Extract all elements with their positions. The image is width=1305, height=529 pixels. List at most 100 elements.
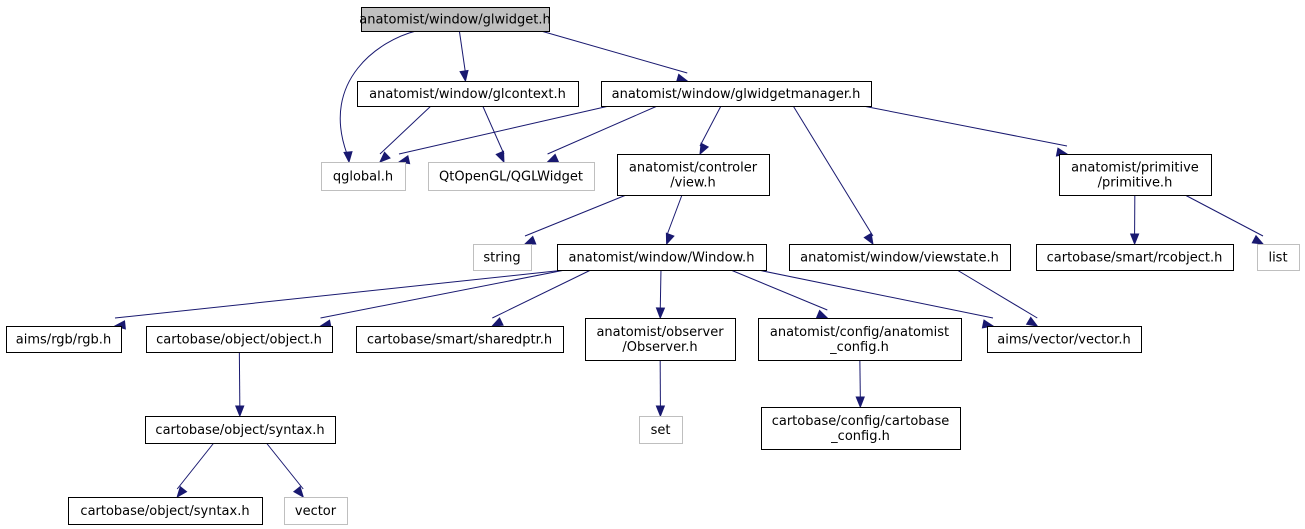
node-box-vectorh: [987, 326, 1142, 353]
node-box-primitive: [1059, 154, 1212, 196]
node-box-list: [1257, 244, 1300, 271]
node-label-rgb-0: aims/rgb/rgb.h: [16, 333, 111, 348]
edge-primitive-to-list: [1184, 194, 1264, 237]
node-label-syntax1-0: cartobase/object/syntax.h: [155, 423, 324, 438]
edge-window-to-observer: [659, 269, 662, 311]
node-label-sharedptr-0: cartobase/smart/sharedptr.h: [367, 333, 552, 348]
node-box-viewstate: [789, 244, 1011, 271]
arrowhead-viewstate-to-vectorh: [1025, 316, 1039, 327]
node-label-window-0: anatomist/window/Window.h: [569, 251, 755, 266]
node-syntax1[interactable]: cartobase/object/syntax.h: [145, 416, 336, 444]
node-cartoconfig[interactable]: cartobase/config/cartobase_config.h: [761, 407, 961, 450]
node-label-view-1: /view.h: [670, 176, 716, 191]
node-label-vector-0: vector: [295, 504, 337, 519]
node-syntax2[interactable]: cartobase/object/syntax.h: [68, 497, 263, 525]
arrowhead-view-to-window: [665, 232, 675, 246]
node-anaconfig[interactable]: anatomist/config/anatomist_config.h: [758, 318, 962, 361]
node-box-vector: [284, 497, 348, 525]
edge-glwidgetmanager-to-view: [699, 105, 722, 147]
node-label-glwidget-0: anatomist/window/glwidget.h: [359, 13, 551, 28]
arrowhead-object-to-syntax1: [235, 405, 245, 418]
node-label-vectorh-0: aims/vector/vector.h: [997, 333, 1130, 348]
node-viewstate[interactable]: anatomist/window/viewstate.h: [789, 244, 1011, 271]
node-label-string-0: string: [483, 251, 520, 266]
node-list: list: [1257, 244, 1300, 271]
arrowhead-glwidget-to-glcontext: [459, 69, 469, 83]
node-sharedptr[interactable]: cartobase/smart/sharedptr.h: [356, 326, 564, 353]
node-box-syntax2: [68, 497, 263, 525]
node-observer[interactable]: anatomist/observer/Observer.h: [585, 318, 736, 361]
arrowhead-primitive-to-rcobject: [1129, 233, 1140, 246]
arrowhead-window-to-sharedptr: [491, 317, 504, 327]
edge-glcontext-to-qglobal: [379, 105, 432, 155]
node-box-qglobal: [321, 162, 406, 191]
node-view[interactable]: anatomist/controler/view.h: [617, 154, 770, 196]
edge-syntax1-to-syntax2: [176, 442, 215, 490]
edge-glwidget-to-glcontext: [458, 30, 466, 74]
arrowhead-syntax1-to-syntax2: [176, 485, 188, 499]
node-box-glwidgetmanager: [601, 81, 872, 107]
node-box-observer: [585, 318, 736, 361]
node-primitive[interactable]: anatomist/primitive/primitive.h: [1059, 154, 1212, 196]
node-label-cartoconfig-0: cartobase/config/cartobase: [772, 414, 950, 429]
edges-layer: [113, 30, 1265, 499]
node-box-object: [146, 326, 333, 353]
arrowhead-anaconfig-to-cartoconfig: [855, 396, 865, 409]
node-box-rgb: [6, 326, 122, 353]
node-box-syntax1: [145, 416, 336, 444]
node-object[interactable]: cartobase/object/object.h: [146, 326, 333, 353]
node-label-viewstate-0: anatomist/window/viewstate.h: [800, 251, 999, 266]
edge-window-to-sharedptr: [492, 269, 592, 319]
node-label-glwidgetmanager-0: anatomist/window/glwidgetmanager.h: [612, 87, 861, 102]
edge-glwidgetmanager-to-qglobal: [398, 105, 610, 155]
edge-window-to-anaconfig: [730, 269, 828, 311]
arrowhead-syntax1-to-vector: [292, 485, 305, 499]
edge-window-to-object: [320, 269, 566, 319]
node-label-primitive-0: anatomist/primitive: [1071, 161, 1199, 176]
node-box-view: [617, 154, 770, 196]
edge-syntax1-to-vector: [266, 442, 304, 490]
edge-view-to-string: [524, 194, 627, 237]
arrowhead-glwidget-to-qglobal: [343, 151, 353, 164]
node-window[interactable]: anatomist/window/Window.h: [557, 244, 767, 271]
node-box-set: [639, 416, 683, 444]
node-glwidget[interactable]: anatomist/window/glwidget.h: [359, 7, 551, 32]
edge-view-to-window: [666, 194, 683, 237]
arrowhead-glcontext-to-qglobal: [379, 151, 391, 163]
node-label-cartoconfig-1: _config.h: [830, 429, 890, 444]
edge-glwidget-to-qglobal: [339, 30, 417, 155]
node-label-qglobal-0: qglobal.h: [333, 170, 393, 185]
node-label-observer-0: anatomist/observer: [596, 325, 724, 340]
nodes-layer: anatomist/window/glwidget.h anatomist/win…: [6, 7, 1300, 525]
node-qglobal: qglobal.h: [321, 162, 406, 191]
node-label-anaconfig-0: anatomist/config/anatomist: [770, 325, 949, 340]
edge-glwidgetmanager-to-primitive: [862, 105, 1068, 147]
node-glcontext[interactable]: anatomist/window/glcontext.h: [357, 81, 579, 107]
node-rcobject[interactable]: cartobase/smart/rcobject.h: [1036, 244, 1234, 271]
node-box-qglwidget: [428, 162, 595, 191]
arrowhead-view-to-string: [523, 235, 537, 245]
node-box-window: [557, 244, 767, 271]
node-label-glcontext-0: anatomist/window/glcontext.h: [369, 87, 566, 102]
node-box-cartoconfig: [761, 407, 961, 450]
node-vector: vector: [284, 497, 348, 525]
node-label-rcobject-0: cartobase/smart/rcobject.h: [1047, 251, 1223, 266]
arrowhead-glcontext-to-qglwidget: [495, 150, 505, 164]
node-box-string: [473, 244, 532, 271]
node-label-anaconfig-1: _config.h: [829, 340, 889, 355]
arrowhead-glwidgetmanager-to-view: [699, 142, 710, 156]
arrowhead-glwidgetmanager-to-qglwidget: [546, 153, 560, 163]
node-glwidgetmanager[interactable]: anatomist/window/glwidgetmanager.h: [601, 81, 872, 107]
node-box-glwidget: [361, 7, 550, 32]
node-qglwidget: QtOpenGL/QGLWidget: [428, 162, 595, 191]
arrowhead-glwidget-to-glwidgetmanager: [675, 73, 689, 83]
edge-glcontext-to-qglwidget: [482, 105, 505, 155]
edge-glwidgetmanager-to-viewstate: [792, 105, 874, 237]
node-rgb[interactable]: aims/rgb/rgb.h: [6, 326, 122, 353]
arrowhead-glwidgetmanager-to-viewstate: [863, 232, 874, 246]
node-label-object-0: cartobase/object/object.h: [156, 333, 322, 348]
node-box-glcontext: [357, 81, 579, 107]
node-vectorh[interactable]: aims/vector/vector.h: [987, 326, 1142, 353]
node-label-set-0: set: [651, 423, 671, 438]
